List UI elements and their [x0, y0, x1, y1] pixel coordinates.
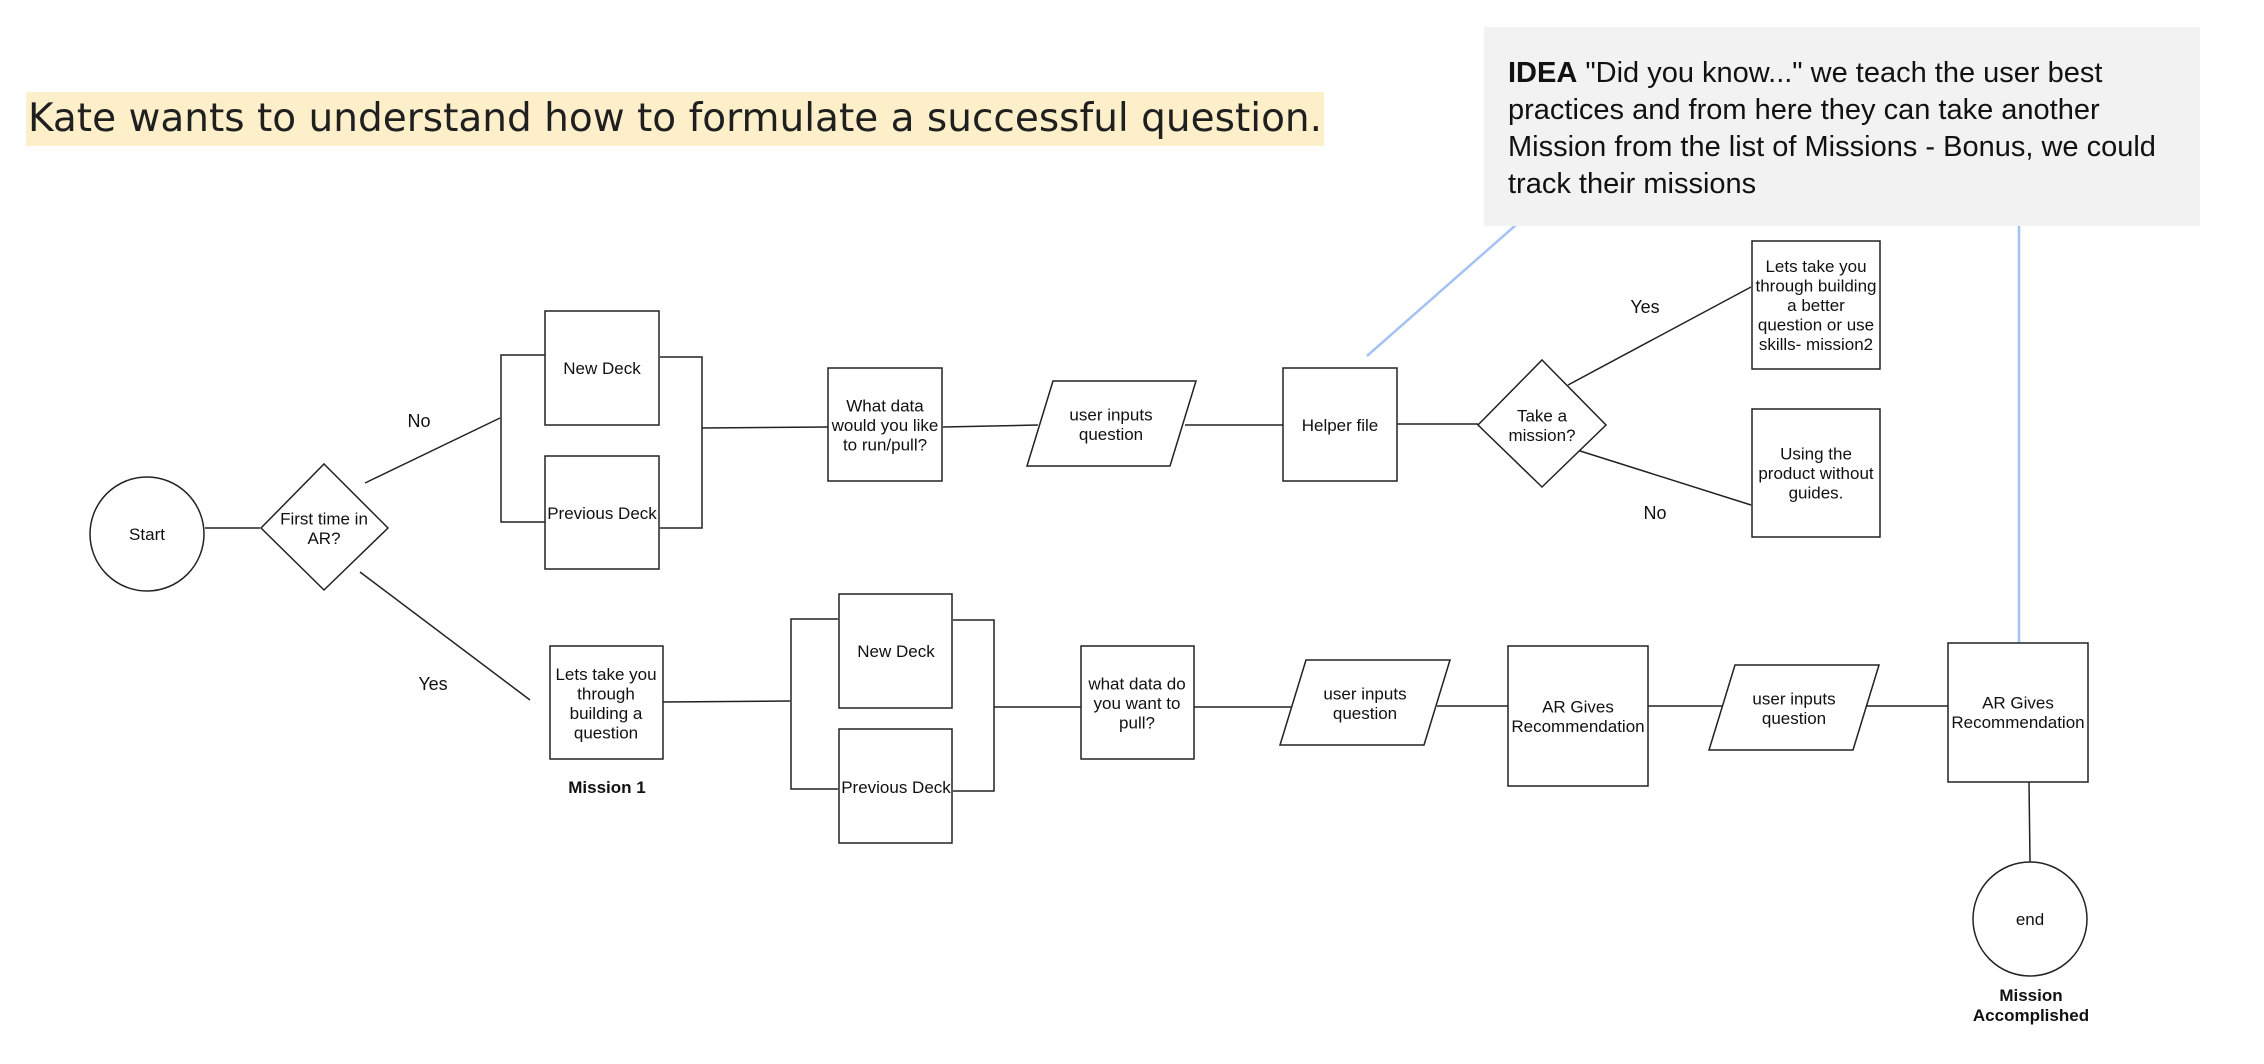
idea-text: "Did you know..." we teach the user best…: [1508, 57, 2156, 200]
node-text-prev-deck-top: Previous Deck: [547, 504, 657, 523]
helper-file-box: [1282, 367, 1398, 482]
connector-decks-whatdata: [701, 426, 829, 429]
connector-takemission-no: [1576, 449, 1752, 506]
previous-deck-top-box: [544, 455, 660, 570]
node-text-new-deck-bottom: New Deck: [857, 642, 935, 661]
connector-mission1-decks: [662, 700, 791, 703]
mission-accomplished-line: Accomplished: [1973, 1006, 2089, 1025]
new-deck-top-box: [544, 310, 660, 426]
label-no-mission: No: [1643, 503, 1666, 523]
bracket-bottom-left: [790, 618, 838, 790]
user-inputs-bottom-1-shape: [1278, 659, 1452, 746]
label-no-top: No: [407, 411, 430, 431]
bracket-top-left: [500, 354, 545, 523]
connector-whatdata-userinputs: [942, 424, 1039, 428]
ar-recommendation-1-box: [1507, 645, 1649, 787]
user-inputs-top-shape: [1025, 380, 1198, 467]
what-data-bottom-box: [1080, 645, 1195, 760]
end-node: [1972, 861, 2088, 977]
label-yes-bottom: Yes: [418, 674, 447, 694]
idea-comment-note: IDEA "Did you know..." we teach the user…: [1484, 27, 2200, 226]
user-inputs-bottom-2-shape: [1707, 664, 1881, 751]
node-text-new-deck-top: New Deck: [563, 359, 641, 378]
node-text-end: end: [2016, 910, 2044, 929]
mission1-box: [549, 645, 664, 760]
start-node: [89, 476, 205, 592]
ar-recommendation-2-box: [1947, 642, 2089, 783]
node-text-start: Start: [129, 525, 165, 544]
what-data-top-box: [827, 367, 943, 482]
no-guides-box: [1751, 408, 1881, 538]
label-yes-mission: Yes: [1630, 297, 1659, 317]
node-text-prev-deck-bottom: Previous Deck: [841, 778, 951, 797]
connector-no-branch: [364, 417, 501, 484]
comment-connector-helper: [1366, 223, 1518, 357]
previous-deck-bottom-box: [838, 728, 953, 844]
mission2-box: [1751, 240, 1881, 370]
bracket-top-right: [660, 356, 703, 529]
take-mission-decision: [1476, 358, 1608, 489]
new-deck-bottom-box: [838, 593, 953, 709]
label-mission-1: Mission 1: [568, 778, 645, 797]
bracket-bottom-right: [953, 619, 995, 792]
connector-reco2-end: [2028, 781, 2031, 863]
page-title: Kate wants to understand how to formulat…: [26, 92, 1325, 146]
idea-label: IDEA: [1508, 57, 1578, 89]
first-time-decision: [259, 462, 390, 592]
connector-takemission-yes: [1567, 286, 1752, 386]
node-text-helper-file: Helper file: [1302, 416, 1379, 435]
mission-accomplished-line: Mission: [1999, 986, 2062, 1005]
connector-yes-branch: [359, 571, 531, 701]
